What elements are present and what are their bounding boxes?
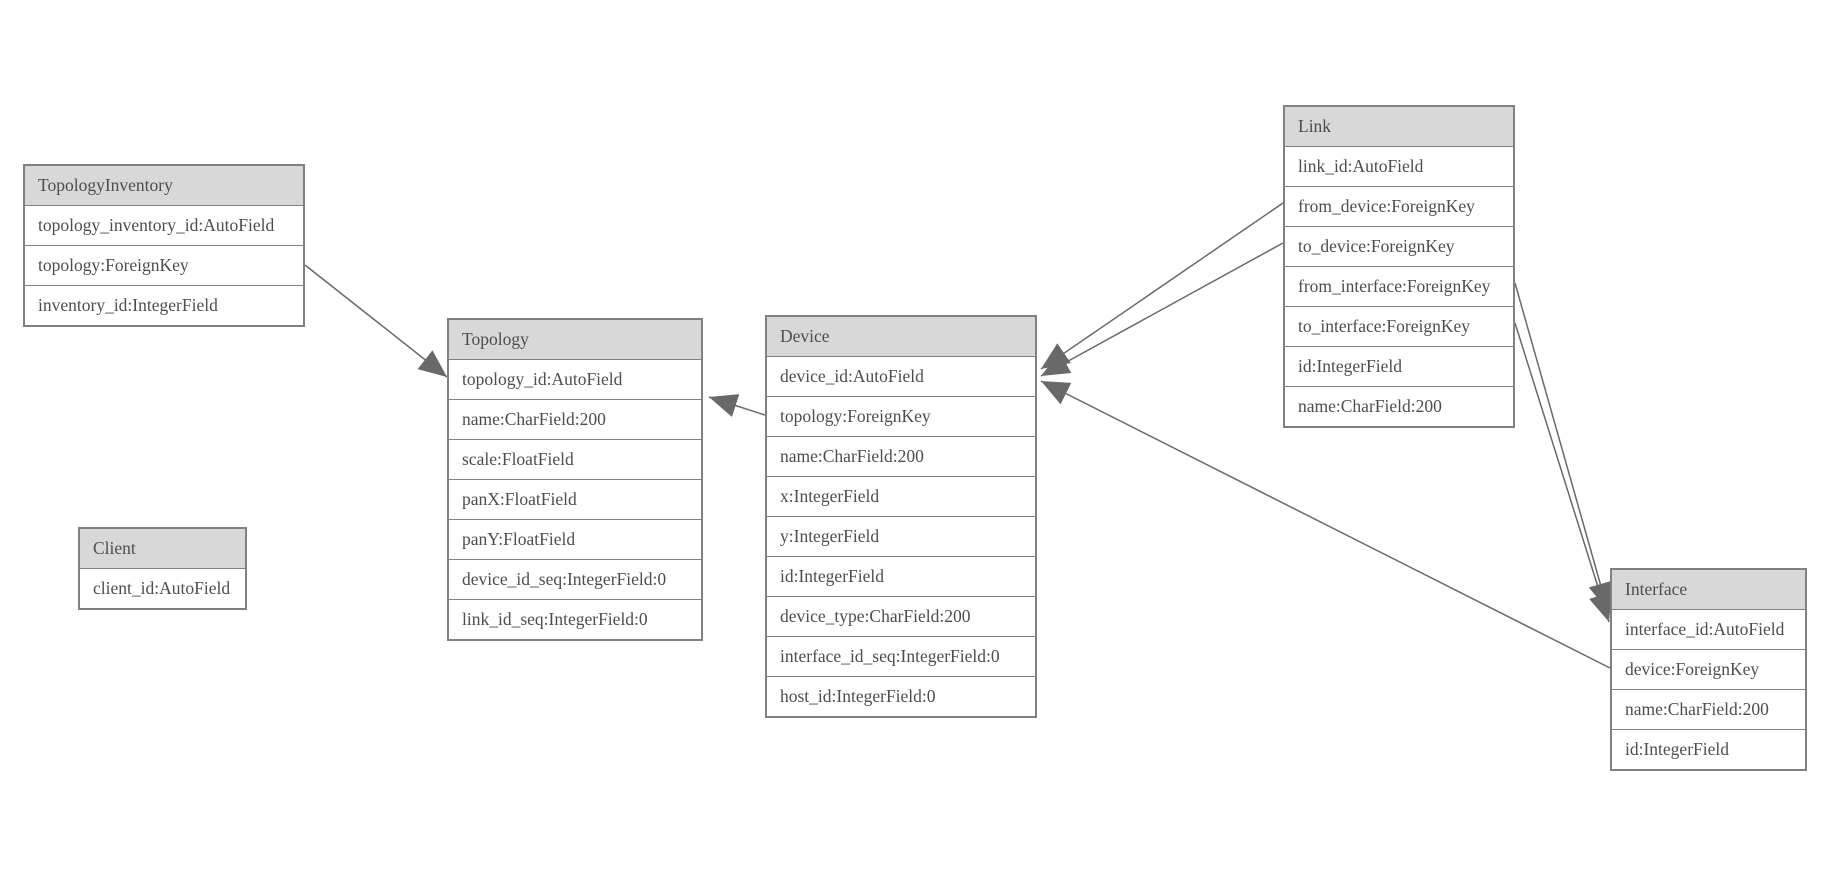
entity-field: topology_id:AutoField [449,359,701,399]
entity-field: device_id_seq:IntegerField:0 [449,559,701,599]
entity-field: from_interface:ForeignKey [1285,266,1513,306]
entity-title-client: Client [80,529,245,568]
entity-field: panX:FloatField [449,479,701,519]
entity-field: topology:ForeignKey [767,396,1035,436]
entity-field: id:IntegerField [1285,346,1513,386]
entity-field: x:IntegerField [767,476,1035,516]
entity-field: from_device:ForeignKey [1285,186,1513,226]
relation-link-to_device-to-device: Link.to_device -> Device [1040,242,1284,377]
entity-field: id:IntegerField [1612,729,1805,769]
entity-field: link_id:AutoField [1285,146,1513,186]
entity-field: scale:FloatField [449,439,701,479]
entity-title-interface: Interface [1612,570,1805,609]
entity-field: id:IntegerField [767,556,1035,596]
relation-link-from_interface-to-interface: Link.from_interface -> Interface [1514,282,1612,612]
entity-title-topology-inventory: TopologyInventory [25,166,303,205]
entity-field: host_id:IntegerField:0 [767,676,1035,716]
entity-field: name:CharField:200 [1285,386,1513,426]
entity-field: panY:FloatField [449,519,701,559]
entity-field: to_device:ForeignKey [1285,226,1513,266]
entity-field: name:CharField:200 [1612,689,1805,729]
relation-topologyinventory-topology-to-topology: TopologyInventory.topology -> Topology [304,264,448,378]
entity-field: topology_inventory_id:AutoField [25,205,303,245]
entity-field: inventory_id:IntegerField [25,285,303,325]
entity-field: device_id:AutoField [767,356,1035,396]
relation-link-to_interface-to-interface: Link.to_interface -> Interface [1514,322,1613,623]
entity-title-device: Device [767,317,1035,356]
entity-field: client_id:AutoField [80,568,245,608]
entity-field: link_id_seq:IntegerField:0 [449,599,701,639]
entity-field: interface_id:AutoField [1612,609,1805,649]
entity-field: interface_id_seq:IntegerField:0 [767,636,1035,676]
entity-title-topology: Topology [449,320,701,359]
entity-title-link: Link [1285,107,1513,146]
entity-field: name:CharField:200 [767,436,1035,476]
entity-field: name:CharField:200 [449,399,701,439]
entity-field: device:ForeignKey [1612,649,1805,689]
entity-field: device_type:CharField:200 [767,596,1035,636]
entity-field: to_interface:ForeignKey [1285,306,1513,346]
entity-field: topology:ForeignKey [25,245,303,285]
relation-device-topology-to-topology: Device.topology -> Topology [708,394,766,417]
relation-link-from_device-to-device: Link.from_device -> Device [1040,202,1284,370]
entity-field: y:IntegerField [767,516,1035,556]
